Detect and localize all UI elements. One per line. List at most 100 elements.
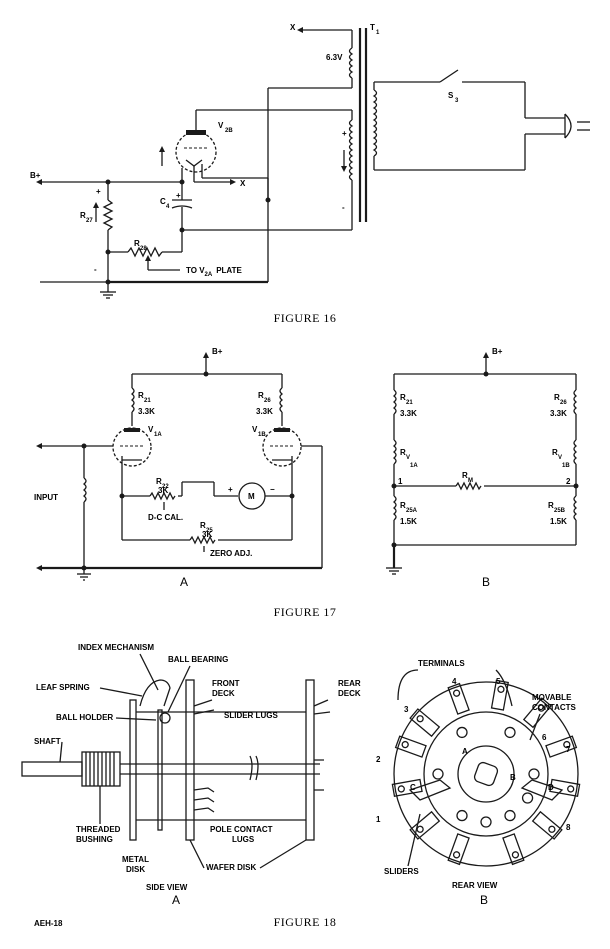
label-bplus-16: B+ xyxy=(30,171,41,180)
footer-code: AEH-18 xyxy=(34,919,63,928)
label-ball-bearing: BALL BEARING xyxy=(168,655,228,664)
label-6-3v: 6.3V xyxy=(326,53,343,62)
label-r26: R xyxy=(258,391,264,400)
slider-d xyxy=(520,779,564,801)
ball-bearing xyxy=(159,712,171,724)
label-shaft: SHAFT xyxy=(34,737,61,746)
label-terminal-3: 3 xyxy=(404,705,409,714)
label-v2b: V xyxy=(218,121,224,130)
resistor-r25 xyxy=(189,535,216,545)
slider-lugs xyxy=(193,699,215,813)
label-18-a: A xyxy=(172,893,180,907)
label-x-top: X xyxy=(290,23,296,32)
wafer-holes xyxy=(432,726,540,828)
figure-18a: INDEX MECHANISM BALL BEARING LEAF SPRING… xyxy=(21,643,361,907)
wafer-hole xyxy=(432,768,444,780)
power-plug xyxy=(564,113,572,139)
label-side-view: SIDE VIEW xyxy=(146,883,188,892)
label-section-d: D xyxy=(548,783,554,792)
wafer-hole xyxy=(456,726,468,739)
svg-text:21: 21 xyxy=(406,400,413,406)
label-pole-contact-lugs: POLE CONTACT xyxy=(210,825,273,834)
label-node-2: 2 xyxy=(566,477,571,486)
label-zero-adj: ZERO ADJ. xyxy=(210,549,252,558)
label-terminals: TERMINALS xyxy=(418,659,465,668)
terminal-lug xyxy=(409,810,441,840)
tube-plate xyxy=(186,130,206,135)
slider-c xyxy=(408,779,452,801)
arrow-x-mid xyxy=(230,179,236,185)
svg-text:3K: 3K xyxy=(202,530,212,539)
label-r27: R xyxy=(80,211,86,220)
wafer-hole xyxy=(504,726,516,739)
svg-text:+: + xyxy=(176,191,181,200)
label-17-b: B xyxy=(482,575,490,589)
svg-text:4: 4 xyxy=(166,204,170,210)
svg-text:-: - xyxy=(94,265,97,274)
svg-text:DISK: DISK xyxy=(126,865,145,874)
label-bplus-17a: B+ xyxy=(212,347,223,356)
label-index-mechanism: INDEX MECHANISM xyxy=(78,643,154,652)
svg-text:LUGS: LUGS xyxy=(232,835,255,844)
label-section-c: C xyxy=(410,783,416,792)
svg-text:R: R xyxy=(400,501,406,510)
label-sliders: SLIDERS xyxy=(384,867,419,876)
svg-text:1A: 1A xyxy=(410,463,418,469)
terminal-lugs xyxy=(391,679,581,866)
svg-text:1: 1 xyxy=(376,30,380,36)
caption-figure-17: FIGURE 17 xyxy=(274,605,337,619)
label-input: INPUT xyxy=(34,493,58,502)
rear-deck-wafer xyxy=(305,679,315,841)
wafer-disk-outline xyxy=(393,681,579,867)
svg-text:3K: 3K xyxy=(158,486,168,495)
figure-16: X T 1 6.3V S 3 V 2B + - B+ + C 4 + X R 2… xyxy=(30,23,590,299)
metal-disk xyxy=(129,699,137,841)
label-wafer-disk: WAFER DISK xyxy=(206,863,256,872)
svg-text:3.3K: 3.3K xyxy=(256,407,273,416)
terminal-lug xyxy=(549,778,581,797)
tube-v1b xyxy=(262,427,302,467)
label-r21: R xyxy=(138,391,144,400)
wafer-hole xyxy=(480,816,492,828)
terminal-lug xyxy=(409,708,441,738)
label-meter: M xyxy=(248,492,255,501)
terminal-lug xyxy=(447,833,470,866)
svg-text:BUSHING: BUSHING xyxy=(76,835,113,844)
resistor-r28 xyxy=(127,246,163,258)
front-deck-wafer xyxy=(185,679,195,841)
wafer-hole xyxy=(528,768,540,780)
svg-text:V: V xyxy=(406,455,410,461)
svg-text:DECK: DECK xyxy=(338,689,361,698)
svg-text:-: - xyxy=(342,203,345,212)
resistor-r27 xyxy=(102,199,114,231)
label-rear-deck: REAR xyxy=(338,679,361,688)
shaft-hub xyxy=(457,745,515,803)
svg-text:25B: 25B xyxy=(554,508,566,514)
svg-text:+: + xyxy=(342,129,347,138)
input-resistor xyxy=(82,477,87,503)
figure-18b: TERMINALS MOVABLE CONTACTS 3 4 5 6 7 2 1… xyxy=(376,659,581,907)
svg-text:26: 26 xyxy=(264,398,271,404)
terminal-lug xyxy=(447,682,470,715)
figure-17b: B+ R 21 3.3K R 26 3.3K R V 1A R V 1B R M… xyxy=(386,347,579,589)
label-terminal-7: 7 xyxy=(566,745,571,754)
label-r25: R xyxy=(200,521,206,530)
svg-text:3.3K: 3.3K xyxy=(550,409,567,418)
switch-s3 xyxy=(439,69,459,83)
arrow-x-top xyxy=(297,27,303,33)
svg-text:R: R xyxy=(400,393,406,402)
resistor-r26 xyxy=(279,387,284,413)
svg-text:+: + xyxy=(228,485,233,494)
label-movable-contacts: MOVABLE xyxy=(532,693,572,702)
svg-text:CONTACTS: CONTACTS xyxy=(532,703,577,712)
label-dc-cal: D-C CAL. xyxy=(148,513,183,522)
svg-text:28: 28 xyxy=(140,246,147,252)
secondary-winding xyxy=(348,119,354,181)
svg-text:DECK: DECK xyxy=(212,689,235,698)
label-threaded-bushing: THREADED xyxy=(76,825,121,834)
svg-text:1.5K: 1.5K xyxy=(400,517,417,526)
svg-text:3: 3 xyxy=(455,98,459,104)
svg-text:27: 27 xyxy=(86,218,93,224)
label-node-1: 1 xyxy=(398,477,403,486)
